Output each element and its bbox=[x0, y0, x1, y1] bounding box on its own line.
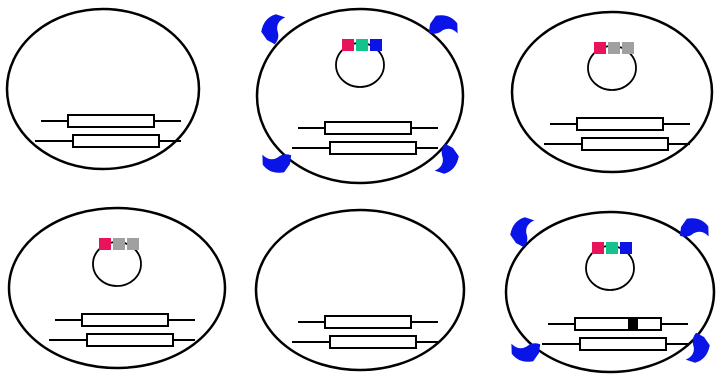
plasmid-marker-pink bbox=[592, 242, 604, 254]
plasmid-marker-green bbox=[606, 242, 618, 254]
plasmid-marker-gray bbox=[608, 42, 620, 54]
plasmid-marker-pink bbox=[594, 42, 606, 54]
bacterial-cell-top-left bbox=[7, 9, 199, 169]
plasmid-marker-gray bbox=[622, 42, 634, 54]
bacterial-cell-top-right bbox=[512, 12, 712, 172]
bacterial-cell-bottom-left bbox=[9, 208, 225, 368]
plasmid-marker-gray bbox=[127, 238, 139, 250]
plasmid-marker-green bbox=[356, 39, 368, 51]
plasmid-marker-pink bbox=[99, 238, 111, 250]
plasmid-marker-blue bbox=[370, 39, 382, 51]
mutation-marker bbox=[628, 318, 638, 330]
plasmid-marker-gray bbox=[113, 238, 125, 250]
plasmid-marker-blue bbox=[620, 242, 632, 254]
bacterial-cell-bottom-right bbox=[506, 212, 714, 372]
plasmid-marker-pink bbox=[342, 39, 354, 51]
bacterial-cell-top-middle bbox=[257, 9, 463, 183]
bacterial-cell-bottom-middle bbox=[256, 210, 464, 370]
